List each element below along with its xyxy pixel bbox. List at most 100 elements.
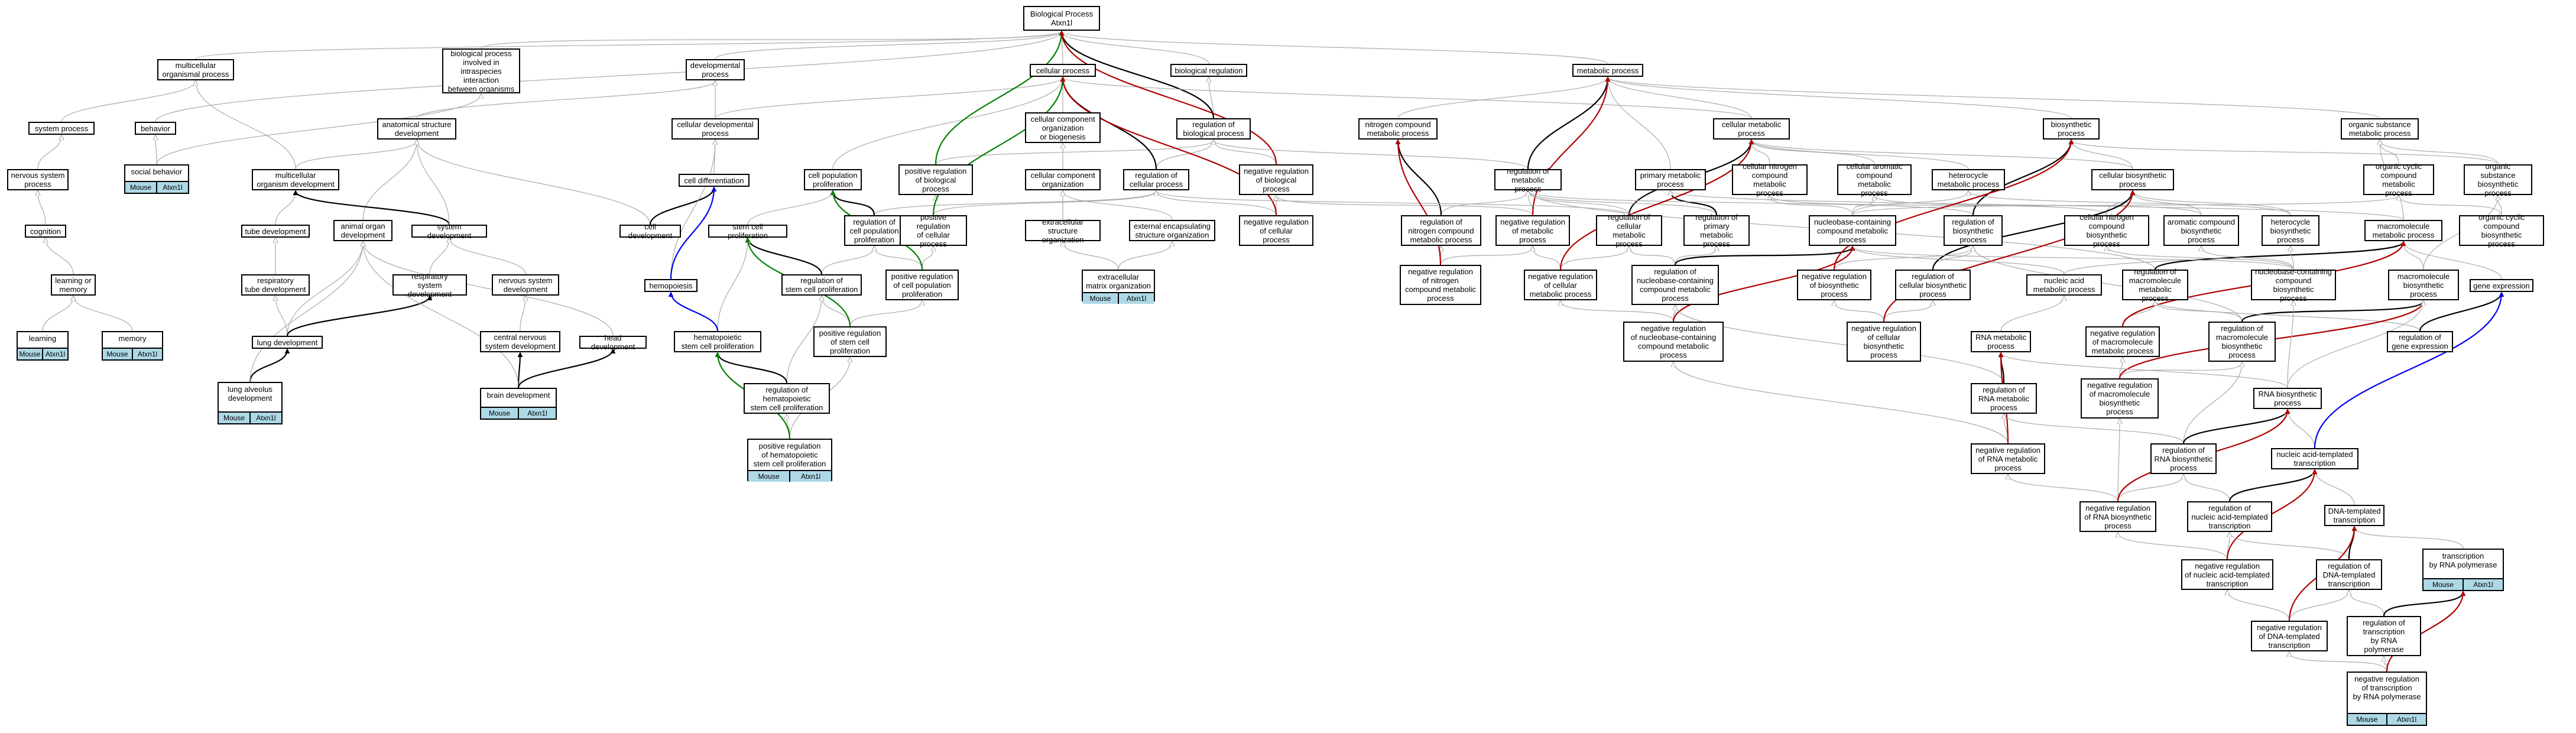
go-term-cell-dev[interactable]: cell development: [619, 222, 681, 240]
gene-badge[interactable]: Atxn1l: [2386, 714, 2426, 725]
go-term-neg-reg-cell-met[interactable]: negative regulation of cellular metaboli…: [1524, 270, 1597, 300]
go-term-gene-expr[interactable]: gene expression: [2470, 279, 2533, 292]
go-term-stem-prolif[interactable]: stem cell proliferation: [708, 222, 787, 240]
go-term-reg-tx-rnap[interactable]: regulation of transcription by RNA polym…: [2347, 616, 2421, 656]
go-term-learn-mem[interactable]: learning or memory: [51, 274, 96, 296]
go-term-met-proc[interactable]: metabolic process: [1572, 64, 1643, 77]
species-badge[interactable]: Mouse: [103, 349, 132, 359]
go-term-pos-reg-stem[interactable]: positive regulation of stem cell prolife…: [813, 326, 887, 357]
go-term-reg-cell-met[interactable]: regulation of cellular metabolic process: [1596, 213, 1662, 248]
go-term-neg-reg-biosyn[interactable]: negative regulation of biosynthetic proc…: [1797, 270, 1871, 300]
go-term-org-sub-met[interactable]: organic substance metabolic process: [2341, 118, 2419, 140]
go-term-neg-reg-cell-biosyn[interactable]: negative regulation of cellular biosynth…: [1847, 322, 1921, 362]
go-term-reg-hsc[interactable]: regulation of hematopoietic stem cell pr…: [744, 383, 830, 414]
go-term-reg-rna-met[interactable]: regulation of RNA metabolic process: [1971, 383, 2037, 414]
go-term-org-cyc-met[interactable]: organic cyclic compound metabolic proces…: [2363, 162, 2434, 197]
go-term-neg-reg-nbc[interactable]: negative regulation of nucleobase-contai…: [1623, 322, 1724, 362]
go-term-neg-reg-nat[interactable]: negative regulation of nucleic acid-temp…: [2181, 559, 2273, 590]
go-term-cognition[interactable]: cognition: [25, 225, 66, 238]
go-term-head-dev[interactable]: head development: [579, 333, 647, 351]
go-term-hetero-biosyn[interactable]: heterocycle biosynthetic process: [2262, 215, 2319, 246]
go-term-tube-dev[interactable]: tube development: [241, 225, 310, 238]
species-badge[interactable]: Mouse: [1083, 293, 1118, 304]
go-term-ext-encap[interactable]: external encapsulating structure organiz…: [1129, 220, 1215, 241]
go-term-nbc-met[interactable]: nucleobase-containing compound metabolic…: [1809, 215, 1896, 246]
go-term-cell-n-met[interactable]: cellular nitrogen compound metabolic pro…: [1732, 162, 1808, 197]
go-term-reg-dna-tx[interactable]: regulation of DNA-templated transcriptio…: [2316, 559, 2382, 590]
gene-badge[interactable]: Atxn1l: [789, 471, 831, 482]
go-term-neg-reg-macro-biosyn[interactable]: negative regulation of macromolecule bio…: [2081, 378, 2159, 419]
go-term-dna-tx[interactable]: DNA-templated transcription: [2324, 505, 2384, 526]
go-term-resp-tube[interactable]: respiratory tube development: [241, 274, 310, 296]
go-term-pos-reg-cell[interactable]: positive regulation of cellular process: [900, 213, 967, 248]
go-term-cell-dev-proc[interactable]: cellular developmental process: [671, 118, 759, 140]
gene-badge[interactable]: Atxn1l: [518, 408, 556, 419]
go-term-reg-met[interactable]: regulation of metabolic process: [1494, 167, 1562, 193]
go-term-neg-reg-macro-met[interactable]: negative regulation of macromolecule met…: [2085, 326, 2160, 357]
gene-badge[interactable]: Atxn1l: [156, 182, 188, 193]
go-term-reg-macro-met[interactable]: regulation of macromolecule metabolic pr…: [2122, 267, 2188, 303]
go-term-reg-nat[interactable]: regulation of nucleic acid-templated tra…: [2187, 501, 2272, 532]
go-term-resp-sys[interactable]: respiratory system development: [392, 272, 467, 299]
gene-badge[interactable]: Atxn1l: [249, 413, 281, 423]
go-term-pos-reg-pop[interactable]: positive regulation of cell population p…: [885, 270, 959, 300]
go-term-reg-cell-biosyn[interactable]: regulation of cellular biosynthetic proc…: [1895, 270, 1971, 300]
go-term-cell-arom[interactable]: cellular aromatic compound metabolic pro…: [1837, 162, 1912, 197]
go-term-reg-rna-biosyn[interactable]: regulation of RNA biosynthetic process: [2150, 443, 2217, 474]
go-term-dev-proc[interactable]: developmental process: [686, 59, 745, 80]
go-term-sys-proc[interactable]: system process: [28, 122, 95, 135]
go-term-cell-n-biosyn[interactable]: cellular nitrogen compound biosynthetic …: [2064, 213, 2149, 248]
go-term-pos-reg-hsc[interactable]: positive regulation of hematopoietic ste…: [747, 439, 832, 482]
go-term-bp[interactable]: Biological Process Atxn1l: [1023, 6, 1100, 31]
go-term-reg-biosyn[interactable]: regulation of biosynthetic process: [1944, 215, 2003, 246]
go-term-reg-n-met[interactable]: regulation of nitrogen compound metaboli…: [1401, 215, 1481, 246]
go-term-anat-dev[interactable]: anatomical structure development: [377, 118, 456, 140]
go-term-bp-intra[interactable]: biological process involved in intraspec…: [442, 48, 520, 93]
species-badge[interactable]: Mouse: [481, 408, 518, 419]
go-term-lung-dev[interactable]: lung development: [252, 336, 323, 349]
species-badge[interactable]: Mouse: [125, 182, 156, 193]
go-term-animal-organ[interactable]: animal organ development: [333, 220, 392, 241]
go-term-neg-reg-tx-rnap[interactable]: negative regulation of transcription by …: [2347, 672, 2427, 726]
go-term-neg-reg-bio[interactable]: negative regulation of biological proces…: [1239, 164, 1313, 195]
go-term-neg-reg-rna-met[interactable]: negative regulation of RNA metabolic pro…: [1971, 443, 2045, 474]
go-term-neg-reg-rna-biosyn[interactable]: negative regulation of RNA biosynthetic …: [2079, 501, 2156, 532]
go-term-n-comp-met[interactable]: nitrogen compound metabolic process: [1358, 118, 1438, 140]
go-term-reg-nbc-met[interactable]: regulation of nucleobase-containing comp…: [1631, 265, 1719, 305]
go-term-neg-reg-met[interactable]: negative regulation of metabolic process: [1495, 215, 1570, 246]
gene-badge[interactable]: Atxn1l: [132, 349, 162, 359]
go-term-reg-bio[interactable]: regulation of biological process: [1176, 118, 1251, 140]
go-term-neg-reg-dna-tx[interactable]: negative regulation of DNA-templated tra…: [2251, 621, 2328, 651]
go-term-biosyn[interactable]: biosynthetic process: [2043, 118, 2100, 140]
gene-badge[interactable]: Atxn1l: [42, 349, 67, 359]
go-term-nbc-biosyn[interactable]: nucleobase-containing compound biosynthe…: [2251, 267, 2336, 303]
species-badge[interactable]: Mouse: [219, 413, 249, 423]
go-term-reg-stem[interactable]: regulation of stem cell proliferation: [781, 274, 862, 296]
species-badge[interactable]: Mouse: [748, 471, 789, 482]
species-badge[interactable]: Mouse: [2348, 714, 2386, 725]
go-term-behavior[interactable]: behavior: [135, 122, 176, 135]
go-term-rna-met[interactable]: RNA metabolic process: [1971, 331, 2031, 352]
go-term-hetero-met[interactable]: heterocycle metabolic process: [1932, 169, 2005, 190]
go-term-hemopoiesis[interactable]: hemopoiesis: [644, 279, 697, 292]
go-term-multi-dev[interactable]: multicellular organism development: [252, 169, 339, 190]
go-term-nerv-dev[interactable]: nervous system development: [492, 274, 559, 296]
go-term-arom-biosyn[interactable]: aromatic compound biosynthetic process: [2163, 215, 2239, 246]
go-term-reg-pop[interactable]: regulation of cell population proliferat…: [844, 215, 904, 246]
go-term-macro-met[interactable]: macromolecule metabolic process: [2364, 220, 2442, 241]
gene-badge[interactable]: Atxn1l: [1118, 293, 1154, 304]
go-term-reg-cell-proc[interactable]: regulation of cellular process: [1123, 169, 1189, 190]
go-term-cell-met[interactable]: cellular metabolic process: [1713, 118, 1790, 140]
go-term-pos-reg-bio[interactable]: positive regulation of biological proces…: [898, 164, 973, 195]
go-term-cell-pop[interactable]: cell population proliferation: [804, 169, 862, 190]
go-term-org-cyc-biosyn[interactable]: organic cyclic compound biosynthetic pro…: [2459, 213, 2544, 248]
go-term-org-sub-bio[interactable]: organic substance biosynthetic process: [2464, 162, 2532, 197]
go-term-cell-proc[interactable]: cellular process: [1030, 64, 1096, 77]
go-term-hsc-prolif[interactable]: hematopoietic stem cell proliferation: [674, 331, 761, 352]
